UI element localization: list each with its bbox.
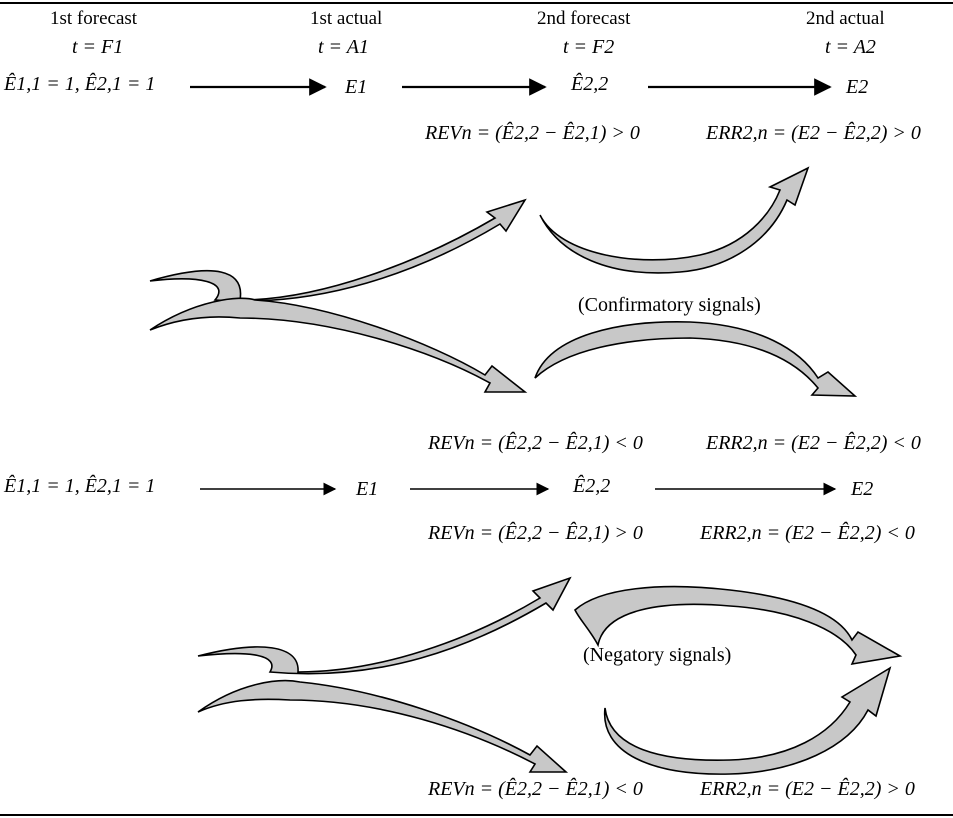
negatory-ribbon-upper-right	[575, 587, 900, 664]
negatory-ribbon-lower-right	[605, 668, 890, 774]
negatory-ribbon-lower-left	[198, 681, 566, 772]
confirmatory-ribbon-lower-left	[150, 298, 525, 392]
confirmatory-ribbon-upper-right	[540, 168, 808, 273]
negatory-ribbon-upper-left	[198, 578, 570, 674]
confirmatory-ribbon-lower-right	[535, 322, 855, 396]
confirmatory-ribbon-upper-left	[150, 200, 525, 301]
